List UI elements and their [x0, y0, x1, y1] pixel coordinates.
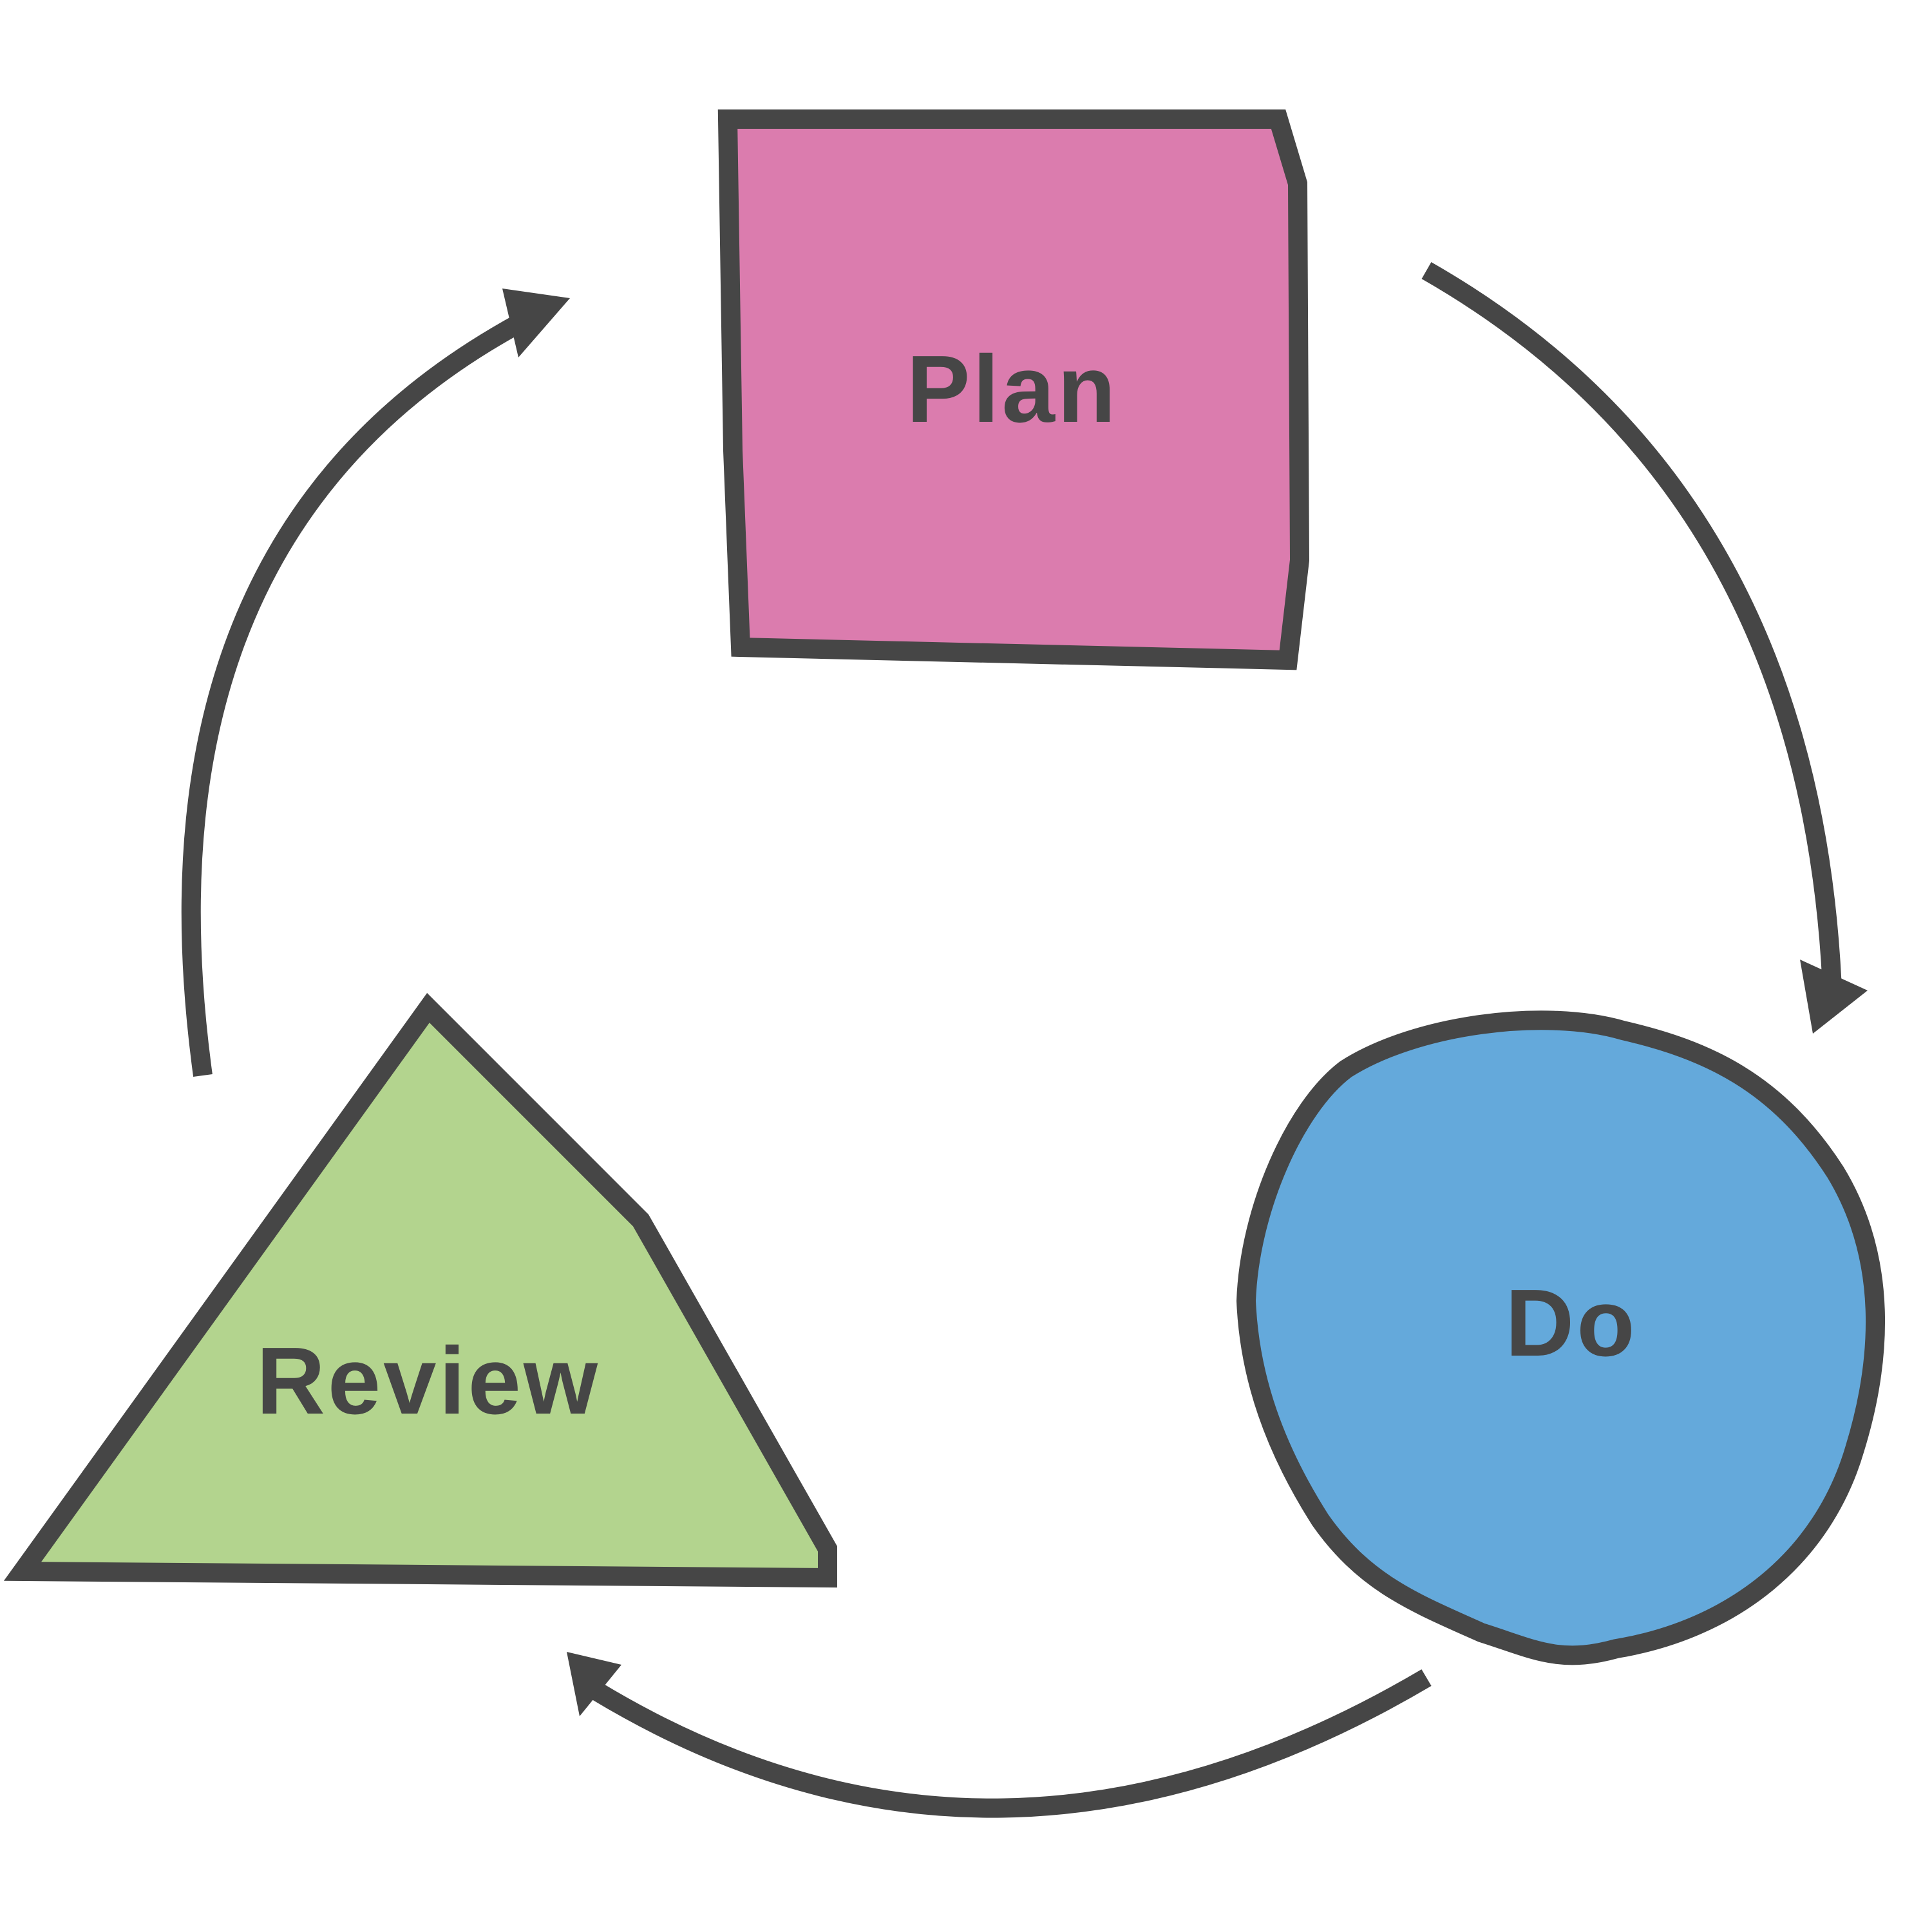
- review-label: Review: [256, 1328, 600, 1434]
- arrow-review-to-plan-head: [502, 289, 570, 357]
- arrow-do-to-review: [567, 1652, 1432, 1818]
- arrow-plan-to-do-head: [1800, 960, 1868, 1034]
- review-triangle-shape: [3, 992, 837, 1588]
- arrow-do-to-review-line: [591, 1669, 1432, 1818]
- do-label: Do: [1505, 1270, 1637, 1376]
- arrow-review-to-plan: [181, 289, 570, 1077]
- arrow-plan-to-do: [1421, 261, 1868, 1034]
- do-circle-shape: [1236, 1010, 1886, 1665]
- arrow-do-to-review-head: [567, 1652, 621, 1716]
- arrow-review-to-plan-line: [181, 313, 527, 1077]
- arrow-plan-to-do-line: [1421, 261, 1842, 989]
- plan-node: Plan: [717, 109, 1310, 670]
- plan-square-shape: [717, 109, 1310, 670]
- review-node: Review: [3, 992, 837, 1588]
- do-node: Do: [1236, 1010, 1886, 1665]
- plan-label: Plan: [907, 336, 1119, 442]
